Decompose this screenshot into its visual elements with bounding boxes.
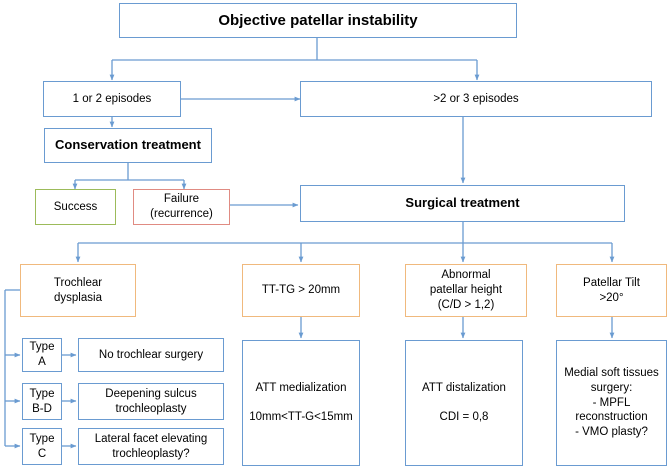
node-abnormal-patellar-height[interactable]: Abnormal patellar height (C/D > 1,2) <box>405 264 527 317</box>
node-type-bd-treatment[interactable]: Deepening sulcus trochleoplasty <box>78 383 224 420</box>
node-trochlear-dysplasia[interactable]: Trochlear dysplasia <box>20 264 136 317</box>
node-1-or-2-episodes[interactable]: 1 or 2 episodes <box>43 81 181 117</box>
node-failure-recurrence[interactable]: Failure (recurrence) <box>133 189 230 225</box>
node-att-distalization[interactable]: ATT distalization CDI = 0,8 <box>405 340 523 466</box>
node-patellar-tilt[interactable]: Patellar Tilt >20° <box>556 264 667 317</box>
node-more-than-2-episodes[interactable]: >2 or 3 episodes <box>300 81 652 117</box>
node-medial-soft-tissues-surgery[interactable]: Medial soft tissues surgery: - MPFL reco… <box>556 340 667 466</box>
node-type-c[interactable]: Type C <box>22 428 62 465</box>
node-att-medialization[interactable]: ATT medialization 10mm<TT-G<15mm <box>242 340 360 466</box>
node-tt-tg[interactable]: TT-TG > 20mm <box>242 264 360 317</box>
node-success[interactable]: Success <box>35 189 116 225</box>
node-type-c-treatment[interactable]: Lateral facet elevating trochleoplasty? <box>78 428 224 465</box>
node-type-a-treatment[interactable]: No trochlear surgery <box>78 338 224 372</box>
node-objective-patellar-instability[interactable]: Objective patellar instability <box>119 3 517 38</box>
node-surgical-treatment[interactable]: Surgical treatment <box>300 185 625 222</box>
node-type-bd[interactable]: Type B-D <box>22 383 62 420</box>
node-conservation-treatment[interactable]: Conservation treatment <box>44 128 212 163</box>
node-type-a[interactable]: Type A <box>22 338 62 372</box>
